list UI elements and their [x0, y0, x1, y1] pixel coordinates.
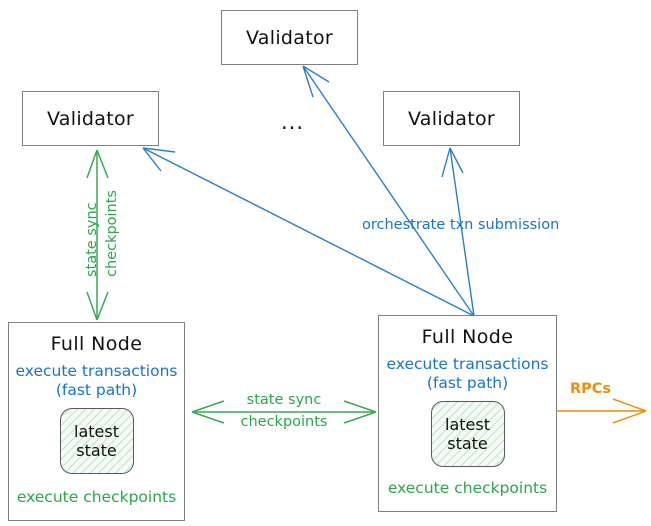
full-node-right-exec-checkpoints: execute checkpoints	[387, 479, 548, 497]
full-node-left-exec-txn-block: execute transactions (fast path)	[15, 362, 177, 400]
edge-label-rpcs: RPCs	[570, 381, 612, 397]
validator-left-label: Validator	[46, 107, 134, 130]
validators-ellipsis: ...	[281, 110, 305, 134]
full-node-left-title: Full Node	[50, 333, 143, 355]
edge-label-vertical-state-sync: state sync	[84, 202, 100, 277]
validator-right-label: Validator	[407, 107, 495, 130]
edge-horizontal-state-sync	[191, 400, 377, 424]
full-node-box-right[interactable]: Full Node execute transactions (fast pat…	[378, 315, 557, 512]
validator-box-left[interactable]: Validator	[22, 91, 159, 146]
edge-label-horizontal-line1: state sync	[246, 392, 322, 408]
full-node-left-exec-checkpoints: execute checkpoints	[16, 488, 177, 506]
edge-label-horizontal-state-sync: state sync	[234, 392, 334, 408]
edge-label-horizontal-checkpoints: checkpoints	[234, 414, 334, 430]
edge-rpcs	[557, 398, 647, 424]
edge-label-vertical-line2: checkpoints	[104, 190, 120, 277]
full-node-box-left[interactable]: Full Node execute transactions (fast pat…	[8, 322, 185, 521]
edge-label-orchestrate-txn-submission: orchestrate txn submission	[362, 217, 560, 233]
validator-top-label: Validator	[245, 26, 333, 49]
latest-state-right-line1: latest	[445, 415, 490, 434]
full-node-right-exec-txn-line1: execute transactions	[386, 355, 549, 373]
latest-state-box-right[interactable]: latest state	[430, 401, 505, 467]
full-node-left-exec-txn-line1: execute transactions	[15, 362, 178, 380]
full-node-right-fast-path: (fast path)	[426, 374, 509, 392]
edge-orchestrate-txn-submission	[142, 65, 475, 317]
full-node-right-exec-txn-block: execute transactions (fast path)	[386, 355, 548, 393]
edge-label-vertical-line1: state sync	[84, 202, 100, 277]
full-node-left-fast-path: (fast path)	[55, 381, 138, 399]
full-node-right-title: Full Node	[421, 326, 514, 348]
latest-state-left-line2: state	[76, 441, 117, 460]
latest-state-right-line2: state	[447, 434, 488, 453]
edge-vertical-state-sync	[86, 149, 109, 321]
validator-box-right[interactable]: Validator	[383, 91, 520, 146]
latest-state-left-line1: latest	[74, 422, 119, 441]
edge-label-horizontal-line2: checkpoints	[240, 414, 328, 430]
edge-label-vertical-checkpoints: checkpoints	[104, 190, 120, 277]
latest-state-box-left[interactable]: latest state	[59, 408, 134, 474]
validator-box-top[interactable]: Validator	[221, 10, 358, 65]
